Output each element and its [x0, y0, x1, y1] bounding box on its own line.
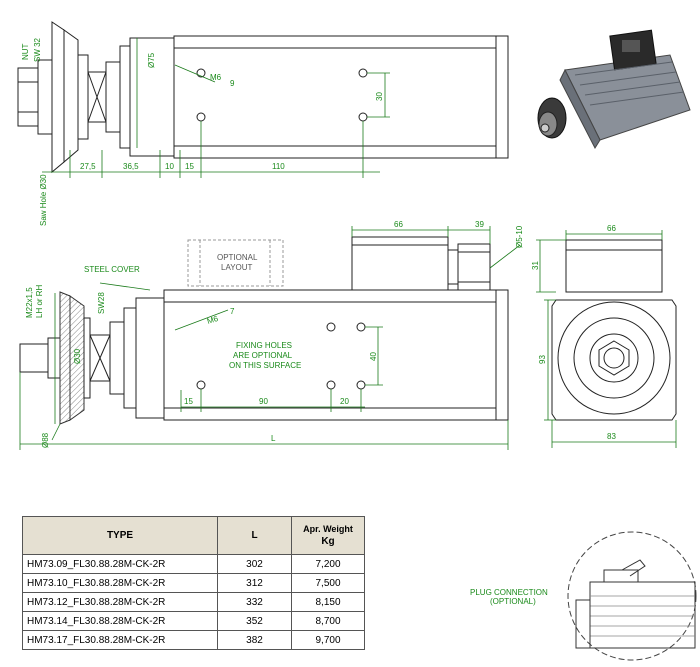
mounting-hole	[326, 322, 336, 332]
motor-body-top	[173, 35, 509, 159]
cell-type: HM73.14_FL30.88.28M-CK-2R	[22, 611, 218, 631]
mounting-hole	[196, 112, 206, 122]
end-housing	[551, 299, 677, 421]
optional-layout-box	[187, 239, 284, 287]
dim-83: 83	[607, 432, 616, 441]
m6-depth-side: 7	[230, 307, 235, 316]
fixing-note-line2: ARE OPTIONAL	[233, 351, 293, 360]
mounting-hole	[356, 322, 366, 332]
cell-type: HM73.12_FL30.88.28M-CK-2R	[22, 592, 218, 612]
table-row: HM73.12_FL30.88.28M-CK-2R 332 8,150	[22, 592, 365, 612]
cell-weight: 9,700	[291, 630, 365, 650]
plug-label: PLUG CONNECTION	[470, 588, 548, 597]
motor-render	[537, 29, 691, 150]
cell-type: HM73.09_FL30.88.28M-CK-2R	[22, 554, 218, 574]
end-terminal-box	[565, 239, 663, 293]
end-view	[536, 230, 677, 448]
lh-rh-label: LH or RH	[35, 284, 44, 318]
dim-66-side: 66	[394, 220, 403, 229]
weight-header-line2: Kg	[321, 536, 335, 547]
dim-40: 40	[369, 352, 378, 361]
table-header-row: TYPE L Apr. Weight Kg	[22, 516, 365, 555]
spec-table: TYPE L Apr. Weight Kg HM73.09_FL30.88.28…	[22, 516, 365, 650]
nut-shape	[17, 67, 39, 127]
cell-l: 382	[217, 630, 292, 650]
dim-31: 31	[531, 261, 540, 270]
cell-l: 352	[217, 611, 292, 631]
dim-90: 90	[259, 397, 268, 406]
dim-36-5: 36,5	[123, 162, 139, 171]
cell-l: 302	[217, 554, 292, 574]
cell-type: HM73.17_FL30.88.28M-CK-2R	[22, 630, 218, 650]
fixing-note-line1: FIXING HOLES	[236, 341, 292, 350]
col-type-header: TYPE	[22, 516, 218, 555]
dim-10-top: 10	[165, 162, 174, 171]
dim-110: 110	[272, 162, 285, 171]
mounting-hole	[358, 112, 368, 122]
cell-weight: 8,150	[291, 592, 365, 612]
m6-label-side: M6	[206, 314, 220, 326]
thread-label: M22x1,5	[25, 287, 34, 318]
nut-label: NUT	[21, 43, 30, 60]
col-l-header: L	[217, 516, 292, 555]
mounting-hole	[326, 380, 336, 390]
cell-l: 312	[217, 573, 292, 593]
steel-cover-label: STEEL COVER	[84, 265, 140, 274]
m6-depth-top: 9	[230, 79, 235, 88]
fixing-note-line3: ON THIS SURFACE	[229, 361, 301, 370]
cell-weight: 8,700	[291, 611, 365, 631]
sw32-label: SW 32	[33, 37, 42, 62]
dim-93: 93	[538, 355, 547, 364]
saw-hole-label: Saw Hole Ø30	[39, 174, 48, 226]
cell-l: 332	[217, 592, 292, 612]
dia75-label: Ø75	[147, 52, 156, 68]
end-nut-hexagon	[598, 340, 630, 376]
plug-sublabel: (OPTIONAL)	[490, 597, 536, 606]
dim-39-side: 39	[475, 220, 484, 229]
dim-66-end: 66	[607, 224, 616, 233]
side-view	[19, 226, 521, 450]
dim-27-5: 27,5	[80, 162, 96, 171]
optional-layout-line1: OPTIONAL	[217, 253, 258, 262]
cell-weight: 7,200	[291, 554, 365, 574]
table-row: HM73.14_FL30.88.28M-CK-2R 352 8,700	[22, 611, 365, 631]
dim-15-side: 15	[184, 397, 193, 406]
dia30-side-label: Ø30	[73, 348, 82, 364]
table-row: HM73.17_FL30.88.28M-CK-2R 382 9,700	[22, 630, 365, 650]
mounting-hole	[196, 380, 206, 390]
col-weight-header: Apr. Weight Kg	[291, 516, 365, 555]
table-row: HM73.09_FL30.88.28M-CK-2R 302 7,200	[22, 554, 365, 574]
optional-layout-line2: LAYOUT	[221, 263, 253, 272]
dim-15-top: 15	[185, 162, 194, 171]
mounting-hole	[356, 380, 366, 390]
dia88-label: Ø88	[41, 432, 50, 448]
mounting-hole	[358, 68, 368, 78]
dim-20: 20	[340, 397, 349, 406]
table-row: HM73.10_FL30.88.28M-CK-2R 312 7,500	[22, 573, 365, 593]
weight-header-line1: Apr. Weight	[303, 524, 353, 534]
cell-weight: 7,500	[291, 573, 365, 593]
dim-30-top: 30	[375, 92, 384, 101]
m6-label-top: M6	[210, 73, 222, 82]
saw-flange-side	[59, 291, 71, 425]
motor-body-side	[163, 289, 509, 421]
dia5-10-label: Ø5-10	[515, 225, 524, 248]
plug-detail	[567, 531, 697, 661]
mounting-hole	[196, 68, 206, 78]
cell-type: HM73.10_FL30.88.28M-CK-2R	[22, 573, 218, 593]
top-view	[17, 21, 509, 178]
saw-flange-outer	[51, 21, 65, 174]
sw28-label: SW28	[97, 292, 106, 314]
dim-L: L	[271, 434, 276, 443]
